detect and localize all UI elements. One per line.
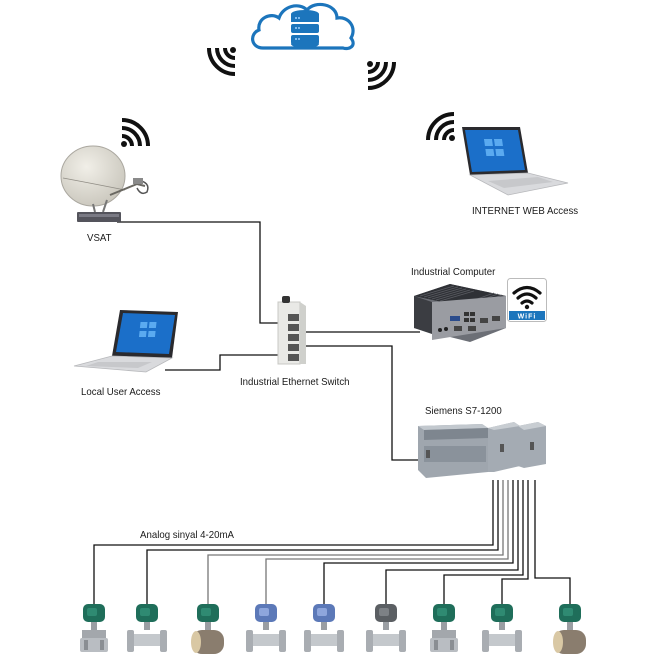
ethernet-switch-icon[interactable] (272, 294, 312, 368)
internet-web-access-label: INTERNET WEB Access (472, 205, 579, 217)
vortex-flowmeter-icon[interactable] (123, 600, 171, 656)
cloud-database-icon (251, 2, 355, 51)
vortex-flowmeter-icon[interactable] (478, 600, 526, 656)
vortex-flowmeter-icon[interactable] (300, 600, 348, 656)
wire-analog-sensor-1 (93, 480, 494, 605)
laptop-icon-internet[interactable] (458, 125, 570, 197)
magnetic-flowmeter-icon[interactable] (184, 600, 232, 656)
wireless-signal-icon-internet (426, 112, 455, 141)
laptop-icon-local[interactable] (72, 308, 184, 380)
magnetic-flowmeter-icon[interactable] (546, 600, 594, 656)
wire-vsat-switch (117, 221, 289, 324)
vortex-flowmeter-icon[interactable] (362, 600, 410, 656)
wireless-signal-icon-vsat (121, 118, 150, 147)
pressure-transmitter-icon[interactable] (420, 600, 468, 656)
wifi-badge-text: WiFi (518, 314, 537, 321)
wire-analog-sensor-4 (265, 480, 509, 605)
wire-switch-plc (301, 345, 420, 461)
vsat-label: VSAT (87, 232, 112, 244)
analog-signal-label: Analog sinyal 4-20mA (140, 529, 234, 541)
wire-analog-sensor-7 (443, 480, 524, 605)
pressure-transmitter-icon[interactable] (70, 600, 118, 656)
plc-icon[interactable] (412, 418, 552, 480)
satellite-dish-icon[interactable] (55, 140, 160, 228)
industrial-pc-icon[interactable] (410, 282, 510, 354)
wifi-badge-icon: WiFi (507, 278, 547, 322)
wire-analog-sensor-9 (534, 480, 571, 605)
wire-local-switch (165, 354, 289, 371)
ethernet-switch-label: Industrial Ethernet Switch (240, 376, 350, 388)
wire-analog-sensor-3 (207, 480, 504, 605)
wire-analog-sensor-5 (323, 480, 514, 605)
wireless-signal-icon-left (207, 47, 236, 76)
plc-label: Siemens S7-1200 (425, 405, 502, 417)
wire-analog-sensor-2 (146, 480, 499, 605)
wire-analog-sensor-6 (385, 480, 519, 605)
industrial-computer-label: Industrial Computer (411, 266, 496, 278)
vortex-flowmeter-icon[interactable] (242, 600, 290, 656)
wire-analog-sensor-8 (501, 480, 529, 605)
local-user-access-label: Local User Access (81, 386, 161, 398)
wireless-signal-icon-right (367, 61, 396, 90)
